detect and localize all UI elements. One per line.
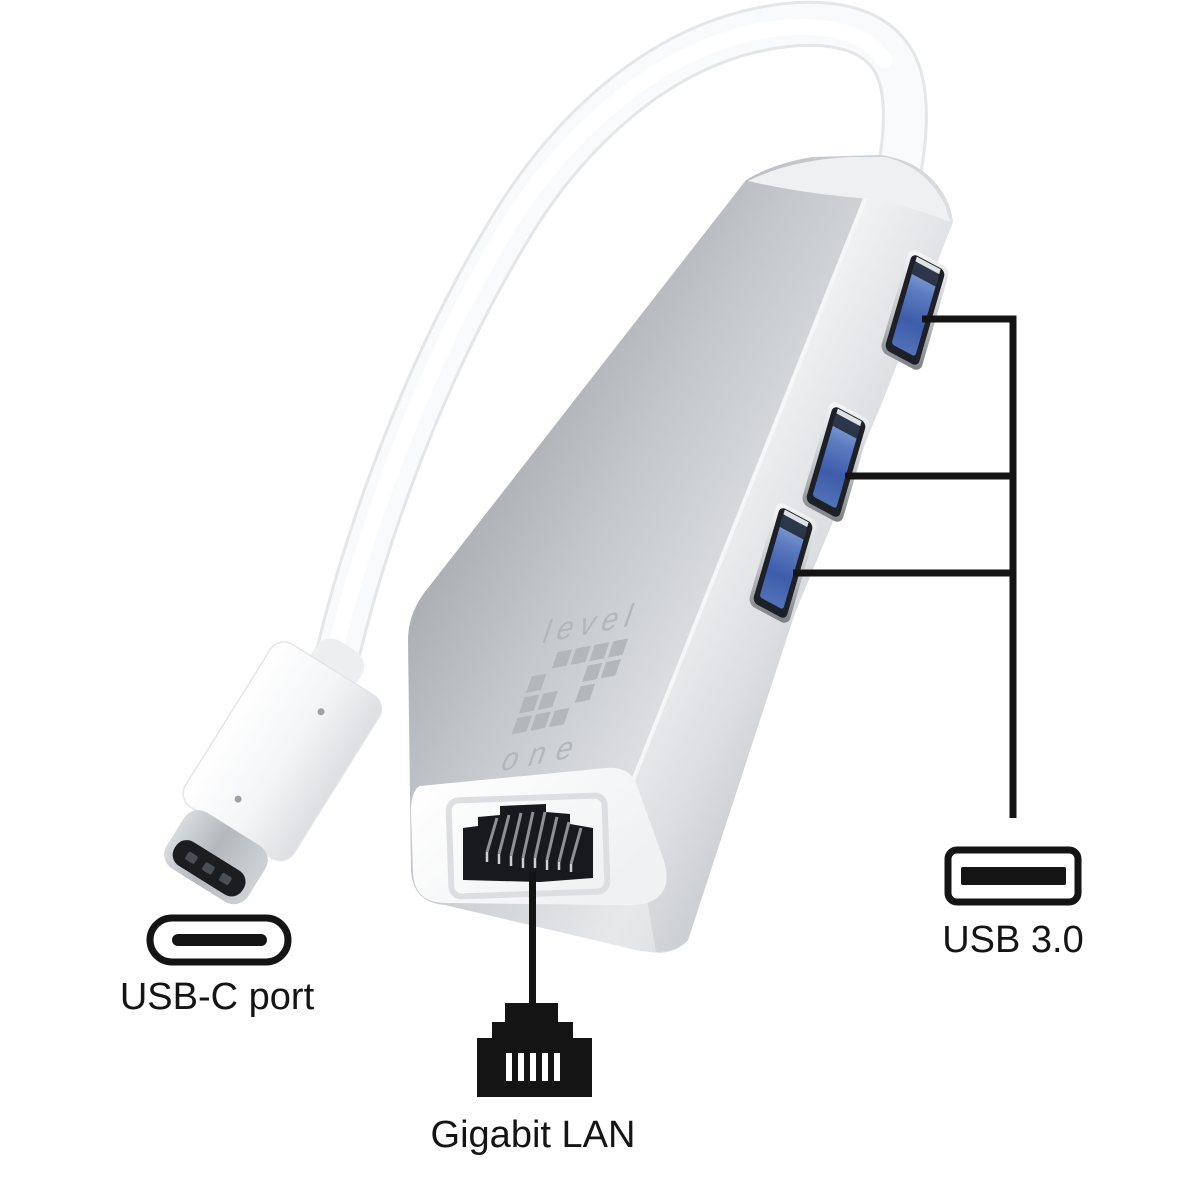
callout-lines: [529, 315, 1017, 1003]
cable-highlight: [322, 18, 892, 680]
lan-end-cap: [411, 767, 667, 906]
usb-port-2: [802, 402, 870, 522]
usb3-icon-bar: [961, 867, 1066, 885]
usb-port-2-contacts: [832, 413, 861, 439]
usb-port-3-tab: [760, 515, 807, 609]
lan-icon-jack: [477, 1003, 592, 1097]
usb-port-1: [881, 250, 949, 370]
usb-port-1-tab: [892, 262, 939, 356]
lan-icon-slots: [506, 1053, 560, 1081]
hub-ridge-highlight: [628, 195, 868, 789]
usb-cable: [310, 0, 928, 699]
rj45-pin-tips: [485, 852, 573, 872]
usbc-icon-bar: [172, 934, 267, 946]
connector-screw-1: [317, 708, 325, 716]
usb-port-2-pin-edge: [836, 408, 862, 427]
usb-port-3-pin-edge: [783, 509, 809, 528]
hub-end-face: [748, 157, 950, 222]
rj45-pins: [485, 811, 583, 865]
connector-tip-pins: [185, 851, 232, 885]
lan-label: Gigabit LAN: [431, 1114, 636, 1156]
usbc-connector: [164, 638, 383, 905]
usbc-label: USB-C port: [120, 976, 315, 1018]
usb-port-1-contacts: [911, 261, 940, 287]
lan-icon: [477, 1003, 592, 1097]
usb-port-1-pin-edge: [915, 256, 941, 275]
usb3-label: USB 3.0: [942, 919, 1084, 961]
usb3-icon: [944, 846, 1082, 906]
logo-tiles: [511, 638, 629, 735]
connector-screw-2: [234, 795, 242, 803]
usb-port-3-contacts: [779, 514, 808, 540]
usb-port-3: [749, 503, 817, 623]
usb-port-2-tab: [813, 414, 860, 508]
usbc-icon: [146, 914, 292, 966]
